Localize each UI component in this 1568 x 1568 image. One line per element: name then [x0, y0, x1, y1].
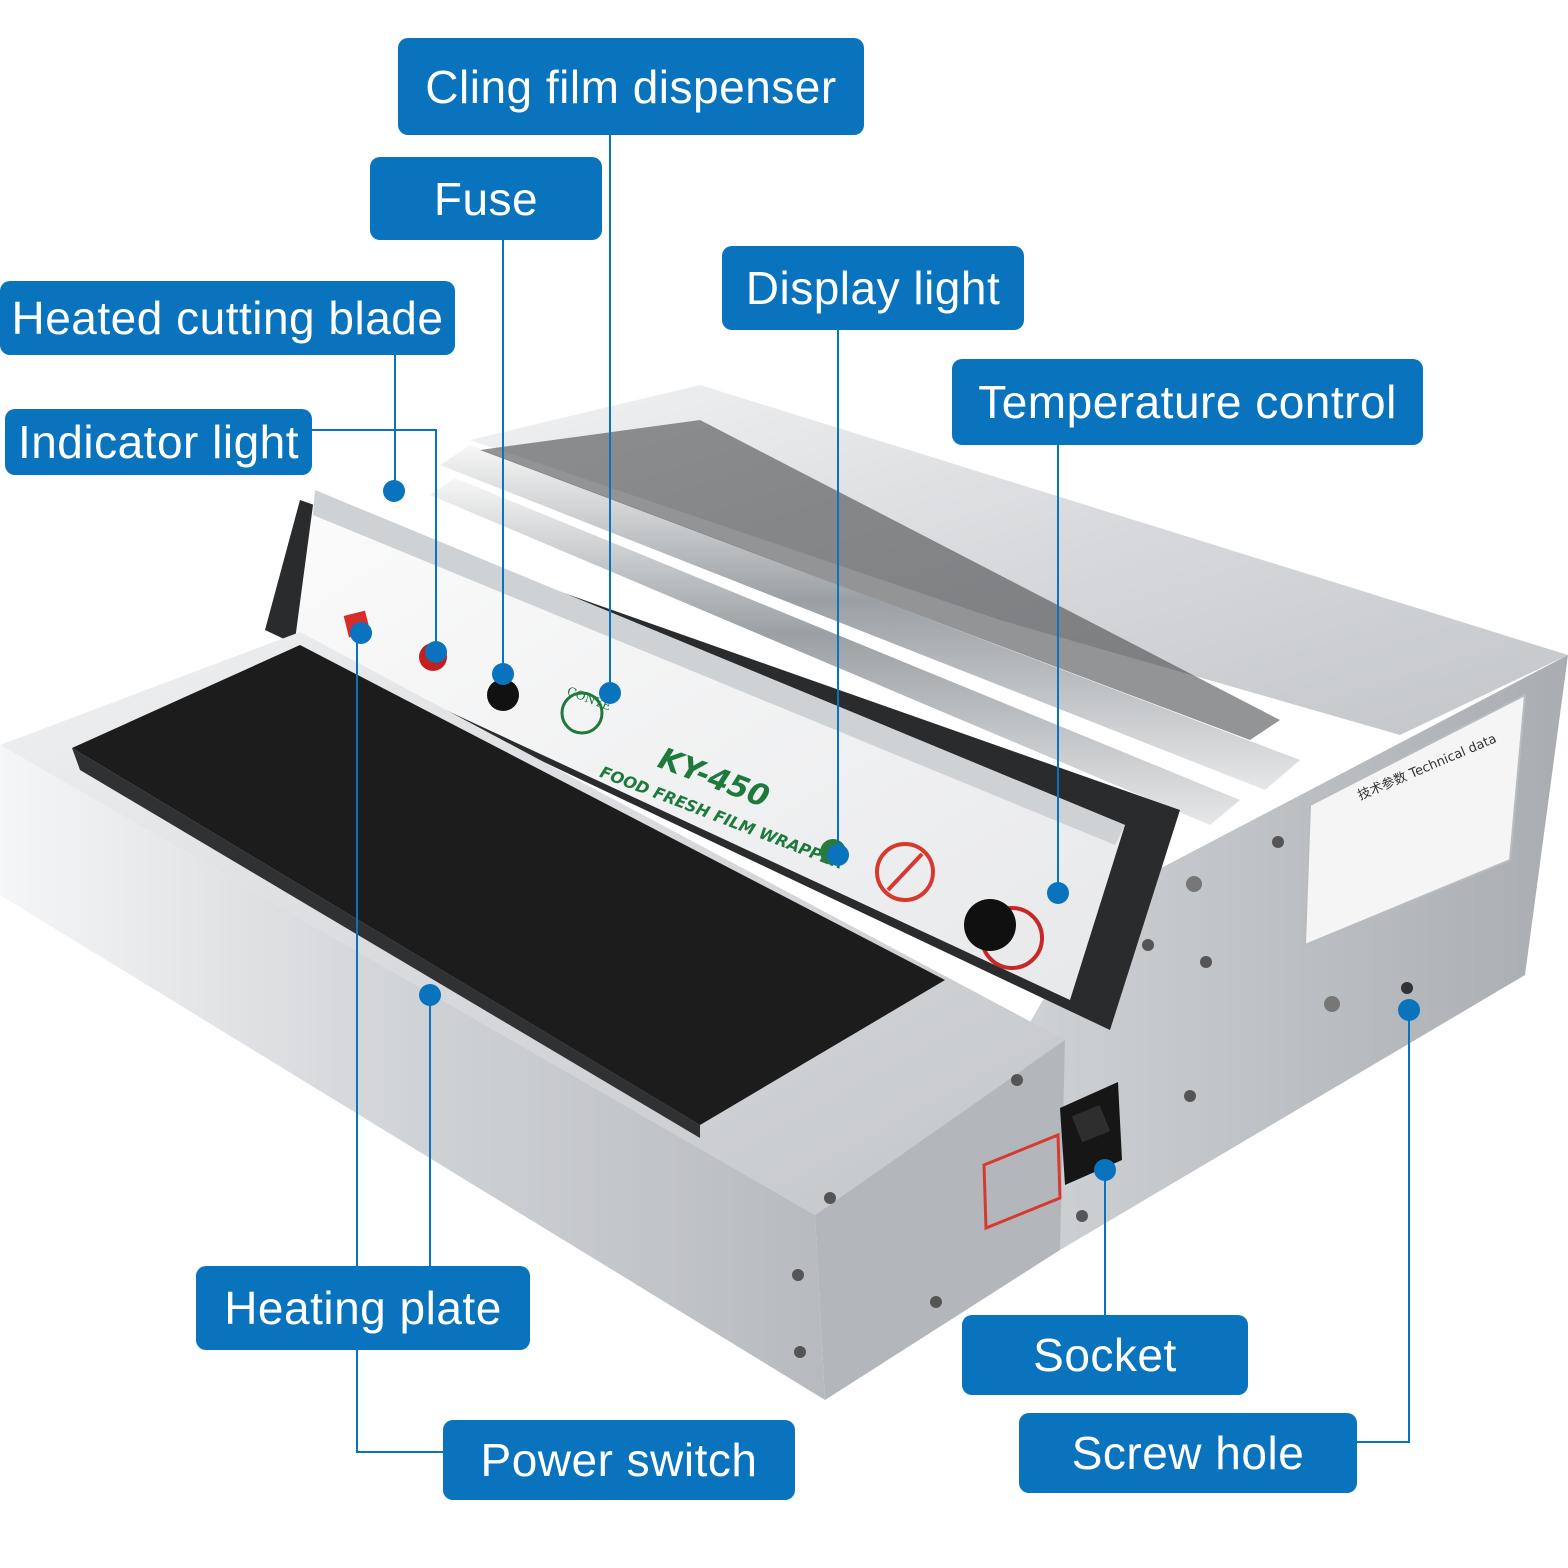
label-fuse: Fuse: [370, 157, 602, 240]
screw-icon: [1324, 996, 1340, 1012]
screw-icon: [1142, 939, 1154, 951]
no-flame-icon: [875, 842, 935, 902]
screw-hole-icon: [1401, 982, 1413, 994]
label-display-light: Display light: [722, 246, 1024, 330]
screw-icon: [824, 1192, 836, 1204]
temperature-knob: [964, 899, 1016, 951]
label-socket: Socket: [962, 1315, 1248, 1395]
cutting-blade-strip: [313, 490, 1125, 845]
no-flame-slash: [886, 852, 924, 892]
anchor-dots: [350, 480, 1420, 1181]
screw-icon: [1186, 876, 1202, 892]
screw-icon: [1011, 1074, 1023, 1086]
fuse-cap: [487, 679, 519, 711]
label-heated-cutting-blade: Heated cutting blade: [0, 281, 455, 355]
base-right: [815, 1040, 1065, 1400]
film-roller: [440, 445, 1300, 790]
label-cling-film-dispenser: Cling film dispenser: [398, 38, 864, 135]
label-temperature-control: Temperature control: [952, 359, 1423, 445]
screw-icon: [1076, 1210, 1088, 1222]
screw-icon: [1272, 836, 1284, 848]
leader-lines: [312, 135, 1410, 1453]
brand-logo-icon: [560, 691, 604, 735]
socket-inner: [1071, 1105, 1111, 1143]
heating-plate: [72, 645, 945, 1125]
screw-icon: [1184, 1090, 1196, 1102]
warning-sticker: [982, 1132, 1062, 1231]
label-screw-hole: Screw hole: [1019, 1413, 1357, 1493]
screw-icon: [1200, 956, 1212, 968]
label-power-switch: Power switch: [443, 1420, 795, 1500]
heating-plate-edge: [72, 748, 700, 1138]
screw-icon: [792, 1269, 804, 1281]
dark-gap: [480, 420, 1280, 740]
spec-plate: [1303, 693, 1527, 947]
label-heating-plate: Heating plate: [196, 1266, 530, 1350]
screw-icon: [930, 1296, 942, 1308]
screw-icon: [794, 1346, 806, 1358]
film-roller-2: [430, 478, 1240, 825]
label-indicator-light: Indicator light: [5, 409, 312, 475]
base-front: [0, 745, 825, 1400]
